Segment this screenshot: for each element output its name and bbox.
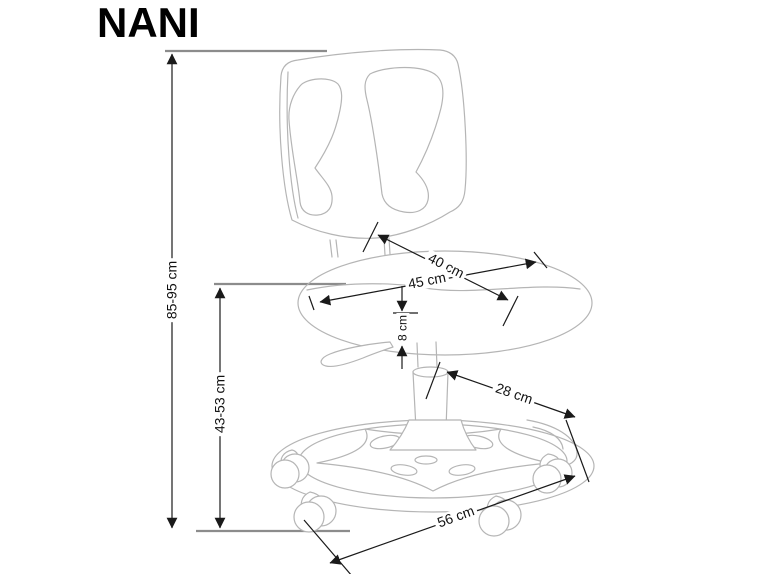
tick <box>303 519 352 574</box>
footring-curl-inner <box>532 426 564 450</box>
backrest-outline <box>279 48 467 239</box>
backrest-right-cutout <box>364 66 444 214</box>
height-lever <box>320 341 394 368</box>
caster-left-back <box>270 449 310 489</box>
product-title: NANI <box>97 0 200 46</box>
dimension-label-overall-height: 85-95 cm <box>163 257 180 323</box>
backrest <box>279 48 467 258</box>
backrest-posts <box>329 237 391 258</box>
tick <box>565 419 590 483</box>
chair-drawing <box>270 48 595 537</box>
backrest-edge-line <box>286 71 299 219</box>
tick <box>425 361 441 400</box>
dimension-label-seat-height: 43-53 cm <box>211 371 228 437</box>
gas-lift-top <box>412 366 449 378</box>
base-center-hole <box>414 455 438 465</box>
reference-lines <box>165 49 350 533</box>
backrest-left-cutout <box>288 78 343 216</box>
tick <box>533 251 548 269</box>
base <box>270 366 595 537</box>
tick <box>362 221 379 253</box>
dimension-label-seat-thickness: 8 cm <box>395 312 410 344</box>
tick <box>502 295 519 327</box>
base-cone <box>389 419 477 451</box>
tick <box>308 295 315 311</box>
caster-left-front <box>293 491 337 533</box>
